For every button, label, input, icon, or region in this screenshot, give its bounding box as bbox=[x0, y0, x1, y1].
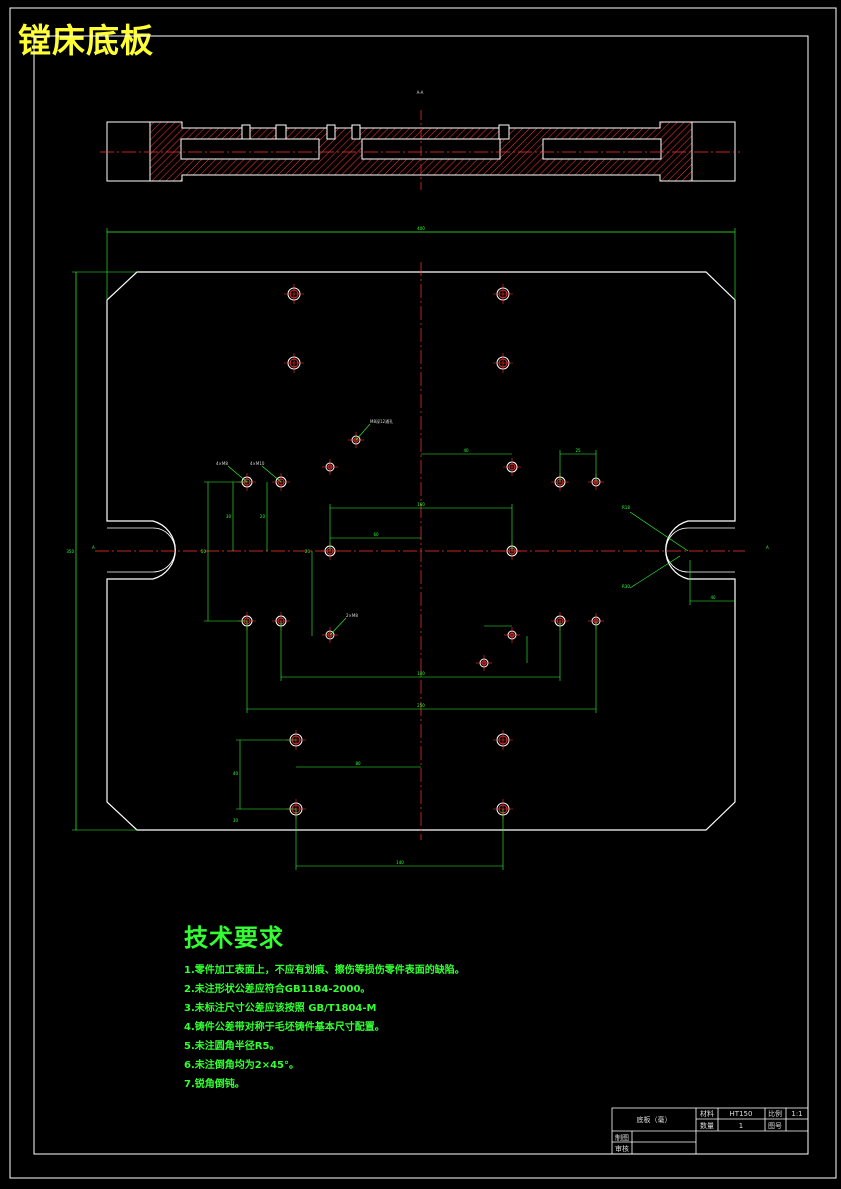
tech-item: 2.未注形状公差应符合GB1184-2000。 bbox=[184, 984, 371, 995]
dim-lowerleft-text: 80 bbox=[355, 761, 361, 766]
radius-b-text: R30 bbox=[622, 584, 630, 589]
section-hole-4 bbox=[351, 124, 361, 140]
page-title: 镗床底板 bbox=[18, 21, 154, 60]
tb-part-name: 底板（毫） bbox=[637, 1115, 672, 1124]
tech-requirements: 技术要求 1.零件加工表面上，不应有划痕、擦伤等损伤零件表面的缺陷。 2.未注形… bbox=[184, 918, 465, 1094]
outer-frame bbox=[9, 7, 837, 1179]
section-hole-3 bbox=[326, 124, 336, 140]
inner-frame bbox=[33, 35, 809, 1155]
tech-item: 5.未注圆角半径R5。 bbox=[184, 1041, 280, 1052]
bolt-hole bbox=[284, 284, 304, 304]
bolt-hole bbox=[493, 730, 513, 750]
section-mark-left: A bbox=[92, 545, 95, 550]
tb-scale: 1:1 bbox=[791, 1110, 802, 1118]
radius-a-text: R18 bbox=[622, 505, 630, 510]
dim-slot-text: 40 bbox=[710, 595, 716, 600]
section-mark-right: A bbox=[766, 545, 769, 550]
dim-250-text: 250 bbox=[417, 703, 425, 708]
callout-leader-c bbox=[329, 617, 347, 636]
dim-lowerleft-b-text: 40 bbox=[233, 771, 239, 776]
tech-item: 4.铸件公差带对称于毛坯铸件基本尺寸配置。 bbox=[184, 1022, 385, 1033]
section-view: A-A bbox=[100, 90, 740, 190]
dim-lowerleft-c-text: 30 bbox=[233, 818, 239, 823]
dim-height-text: 350 bbox=[66, 549, 74, 554]
bolt-hole bbox=[493, 284, 513, 304]
plan-view: 400 350 40 25 160 60 180 250 50 30 bbox=[66, 226, 769, 870]
tech-requirements-heading: 技术要求 bbox=[184, 924, 284, 952]
dim-20a-text: 20 bbox=[260, 514, 266, 519]
section-pocket-2 bbox=[361, 138, 501, 160]
tech-item: 3.未标注尺寸公差应该按照 GB/T1804-M bbox=[184, 1003, 377, 1014]
section-pocket-3 bbox=[542, 138, 662, 160]
tech-item: 1.零件加工表面上，不应有划痕、擦伤等损伤零件表面的缺陷。 bbox=[184, 965, 465, 976]
tb-checked-label: 审核 bbox=[615, 1144, 629, 1153]
tb-drawn-label: 制图 bbox=[615, 1133, 629, 1142]
tb-qty-label: 数量 bbox=[700, 1121, 714, 1130]
dim-140-text: 140 bbox=[396, 860, 404, 865]
bolt-hole bbox=[493, 353, 513, 373]
dim-25-text: 25 bbox=[575, 448, 581, 453]
section-label: A-A bbox=[417, 90, 424, 95]
dim-180-text: 180 bbox=[417, 671, 425, 676]
section-hole-2 bbox=[275, 124, 287, 140]
left-slot-inner bbox=[107, 527, 176, 573]
radius-leader-a bbox=[629, 511, 689, 552]
bolt-hole bbox=[476, 655, 492, 671]
title-block bbox=[611, 1107, 809, 1155]
plate-outline bbox=[106, 271, 736, 831]
callout-leader-b bbox=[261, 465, 282, 483]
callout-leader-d bbox=[355, 423, 371, 441]
dim-40-text: 40 bbox=[463, 448, 469, 453]
section-left-end bbox=[106, 121, 151, 182]
section-hole-1 bbox=[241, 124, 251, 140]
bolt-hole bbox=[272, 473, 290, 491]
bolt-hole bbox=[503, 458, 521, 476]
dim-20b-text: 20 bbox=[305, 549, 311, 554]
section-hole-5 bbox=[498, 124, 510, 140]
dim-60-text: 60 bbox=[373, 532, 379, 537]
tech-requirements-list: 1.零件加工表面上，不应有划痕、擦伤等损伤零件表面的缺陷。 2.未注形状公差应符… bbox=[184, 961, 465, 1094]
section-right-end bbox=[691, 121, 736, 182]
bolt-hole bbox=[322, 459, 338, 475]
callout-c-text: 2×M8 bbox=[346, 613, 358, 618]
tb-drawing-no-label: 图号 bbox=[768, 1122, 782, 1130]
tb-material-label: 材料 bbox=[700, 1109, 714, 1118]
right-slot-inner bbox=[665, 527, 735, 573]
tb-scale-label: 比例 bbox=[768, 1109, 782, 1118]
tech-item: 7.锐角倒钝。 bbox=[184, 1079, 245, 1090]
callout-b-text: 4×M10 bbox=[250, 461, 265, 466]
dim-160-text: 160 bbox=[417, 502, 425, 507]
callout-a-text: 4×M8 bbox=[216, 461, 228, 466]
section-pocket-1 bbox=[180, 138, 320, 160]
bolt-hole bbox=[504, 627, 520, 643]
tb-qty: 1 bbox=[739, 1122, 743, 1130]
tb-material: HT150 bbox=[730, 1110, 753, 1118]
dim-50-text: 50 bbox=[201, 549, 207, 554]
tech-item: 6.未注倒角均为2×45°。 bbox=[184, 1060, 300, 1071]
bolt-hole bbox=[284, 353, 304, 373]
dim-30-text: 30 bbox=[226, 514, 232, 519]
radius-leader-b bbox=[629, 555, 681, 589]
callout-leader-a bbox=[227, 465, 248, 483]
dim-width-text: 400 bbox=[417, 226, 425, 231]
callout-d-text: M8深12通孔 bbox=[370, 418, 393, 424]
